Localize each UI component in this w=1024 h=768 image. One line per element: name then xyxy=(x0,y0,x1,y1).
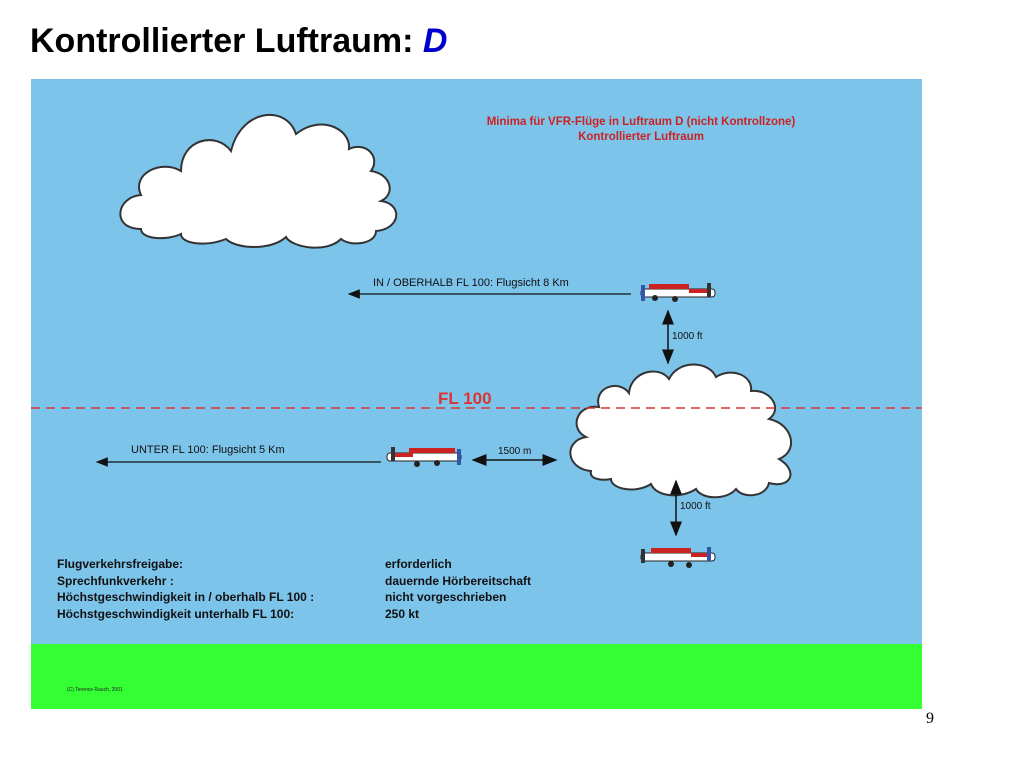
horizontal-distance-label: 1500 m xyxy=(498,446,532,457)
rule-value: 250 kt xyxy=(385,606,420,621)
rule-row: Flugverkehrsfreigabe: erforderlich xyxy=(57,556,577,573)
rule-row: Höchstgeschwindigkeit unterhalb FL 100: … xyxy=(57,606,577,623)
cloud-upper xyxy=(119,113,398,249)
rules-list: Flugverkehrsfreigabe: erforderlich Sprec… xyxy=(57,556,577,622)
flight-level-label: FL 100 xyxy=(438,389,492,408)
airplane-lower-icon xyxy=(640,547,716,568)
rule-row: Sprechfunkverkehr : dauernde Hörbereitsc… xyxy=(57,573,577,590)
rule-key: Sprechfunkverkehr : xyxy=(57,573,174,588)
diagram-heading-line1: Minima für VFR-Flüge in Luftraum D (nich… xyxy=(486,116,796,128)
rule-key: Höchstgeschwindigkeit in / oberhalb FL 1… xyxy=(57,590,315,604)
slide-title-text: Kontrollierter Luftraum: xyxy=(30,22,414,60)
rule-row: Höchstgeschwindigkeit in / oberhalb FL 1… xyxy=(57,589,577,606)
upper-visibility-label: IN / OBERHALB FL 100: Flugsicht 8 Km xyxy=(373,277,569,289)
rule-value: erforderlich xyxy=(385,557,452,571)
rule-value: dauernde Hörbereitschaft xyxy=(385,573,532,588)
airplane-upper-icon xyxy=(640,283,716,302)
cloud-lower xyxy=(569,363,792,499)
page-number: 9 xyxy=(926,710,934,727)
lower-visibility-label: UNTER FL 100: Flugsicht 5 Km xyxy=(131,444,285,456)
diagram-heading: Minima für VFR-Flüge in Luftraum D (nich… xyxy=(361,115,921,145)
ground-grass xyxy=(31,644,922,709)
rule-value: nicht vorgeschrieben xyxy=(385,590,507,604)
diagram-heading-line2: Kontrollierter Luftraum xyxy=(578,131,704,143)
vertical-above-label: 1000 ft xyxy=(672,331,703,342)
rule-key: Flugverkehrsfreigabe: xyxy=(57,557,184,571)
rule-key: Höchstgeschwindigkeit unterhalb FL 100: xyxy=(57,606,295,621)
vertical-below-label: 1000 ft xyxy=(680,501,711,512)
airplane-middle-icon xyxy=(386,447,462,467)
airspace-diagram: Minima für VFR-Flüge in Luftraum D (nich… xyxy=(31,79,922,709)
diagram-graphics xyxy=(31,113,922,568)
slide-title: Kontrollierter Luftraum: D xyxy=(30,22,447,61)
copyright-note: (C) Terence Rauch, 2001 xyxy=(67,687,123,693)
slide-title-accent: D xyxy=(422,22,448,60)
